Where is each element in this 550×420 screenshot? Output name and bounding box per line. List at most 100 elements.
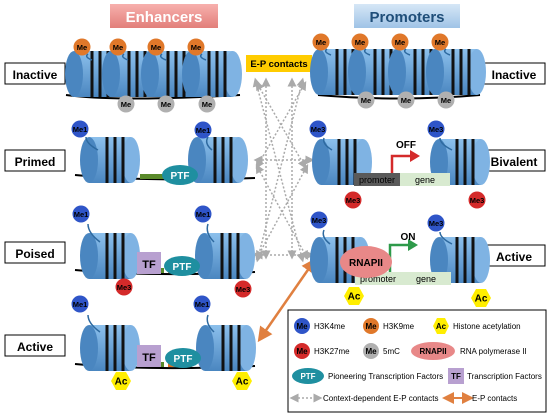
legend: Me H3K4me Me H3K9me Ac Histone acetylati…: [287, 309, 547, 413]
enhancer-active-ptf-text: PTF: [174, 354, 193, 365]
legend-rnapii-label: RNA polymerase II: [460, 347, 527, 356]
svg-text:Bivalent: Bivalent: [491, 155, 538, 169]
enhancer-primed-nucleosome-1: [80, 137, 140, 183]
enhancer-poised-ptf: PTF: [164, 256, 200, 276]
ep-contacts-label: E-P contacts: [250, 59, 307, 70]
legend-h3k9me-icon: [363, 318, 379, 334]
enhancer-inactive-5mc-1-text: Me: [121, 100, 131, 109]
enhancer-inactive-h3k9me-4-text: Me: [191, 43, 201, 52]
enhancer-inactive-5mc-3-text: Me: [202, 100, 212, 109]
promoter-bivalent-h3k4me-2: Me3: [427, 120, 445, 138]
promoter-bivalent-h3k27me-2-text: Me3: [470, 196, 485, 205]
state-label-enhancer-active: Active: [4, 334, 66, 357]
enhancer-inactive-5mc-2: Me: [157, 95, 175, 113]
enhancer-active-acetyl-2-text: Ac: [236, 377, 249, 388]
promoter-active-gene-text: gene: [416, 274, 436, 284]
state-label-promoter-bivalent: Bivalent: [482, 149, 546, 172]
promoter-inactive-h3k9me-4: Me: [431, 33, 449, 51]
enhancer-poised-h3k4me-2-text: Me1: [196, 210, 211, 219]
enhancer-inactive-5mc-3: Me: [198, 95, 216, 113]
enhancer-poised-h3k4me-2: Me1: [194, 205, 212, 223]
promoter-inactive-5mc-3-text: Me: [441, 96, 451, 105]
promoter-inactive-h3k9me-1-text: Me: [316, 38, 326, 47]
svg-text:Poised: Poised: [15, 247, 54, 261]
promoter-bivalent-off-arrowhead: [410, 150, 420, 162]
promoter-inactive-nucleosome-4: [426, 49, 486, 95]
promoter-active-on-arrowhead: [408, 239, 418, 251]
enhancers-header-text: Enhancers: [126, 9, 203, 26]
promoter-inactive-h3k9me-4-text: Me: [435, 38, 445, 47]
state-label-promoter-active: Active: [482, 244, 546, 267]
enhancer-poised-tf: TF: [137, 252, 161, 274]
enhancer-active-acetyl-1-text: Ac: [115, 377, 128, 388]
promoter-active-acetyl-1: Ac: [344, 287, 364, 305]
svg-text:Inactive: Inactive: [13, 68, 58, 82]
enhancer-inactive-h3k9me-2-text: Me: [113, 43, 123, 52]
svg-text:Me: Me: [296, 322, 308, 331]
promoter-inactive-h3k9me-2: Me: [351, 33, 369, 51]
enhancer-primed-ptf: PTF: [162, 165, 198, 185]
legend-h3k4me-icon: [294, 318, 310, 334]
promoter-inactive-h3k9me-2-text: Me: [355, 38, 365, 47]
promoter-active-acetyl-1-text: Ac: [348, 292, 361, 303]
legend-h3k4me-label: H3K4me: [314, 322, 346, 331]
enhancer-inactive-h3k9me-4: Me: [187, 38, 205, 56]
svg-text:Me: Me: [365, 322, 377, 331]
enhancer-poised-ptf-text: PTF: [173, 262, 192, 273]
svg-text:TF: TF: [451, 372, 461, 381]
svg-text:Active: Active: [17, 340, 53, 354]
enhancer-poised-h3k27me-1-text: Me3: [117, 283, 132, 292]
promoter-active-h3k4me-2: Me3: [427, 214, 445, 232]
promoter-bivalent-gene-box: [400, 173, 450, 186]
enhancer-poised-h3k27me-2: Me3: [234, 280, 252, 298]
enhancer-active-nucleosome-2: [196, 325, 256, 371]
enhancer-primed-h3k4me-2-text: Me1: [196, 126, 211, 135]
legend-tf-label: Transcription Factors: [467, 372, 542, 381]
promoter-active-on-arrow: [388, 243, 410, 272]
promoter-bivalent-promoter-box: [354, 173, 400, 186]
enhancer-poised-tf-text: TF: [142, 259, 156, 271]
state-label-promoter-inactive: Inactive: [482, 62, 546, 85]
enhancer-primed-h3k4me-2: Me1: [194, 121, 212, 139]
ep-contacts-box: E-P contacts: [246, 55, 312, 72]
promoter-inactive-h3k9me-3-text: Me: [395, 38, 405, 47]
legend-h3k27me-icon: [294, 343, 310, 359]
promoters-header: Promoters: [354, 4, 460, 28]
svg-text:Inactive: Inactive: [492, 68, 537, 82]
enhancer-active-nucleosome-1: [80, 325, 140, 371]
state-label-enhancer-poised: Poised: [4, 241, 66, 264]
promoter-bivalent-promoter-text: promoter: [359, 175, 395, 185]
enhancer-active-h3k4me-1-text: Me1: [73, 300, 88, 309]
promoter-active-gene-box: [401, 272, 451, 285]
enhancer-active-tf-text: TF: [142, 352, 156, 364]
promoter-bivalent-h3k4me-2-text: Me3: [429, 125, 444, 134]
enhancer-active-acetyl-1: Ac: [111, 372, 131, 390]
promoter-bivalent-off-arrow: [390, 154, 412, 173]
svg-text:Primed: Primed: [15, 155, 56, 169]
enhancer-active-acetyl-2: Ac: [232, 372, 252, 390]
promoter-inactive-5mc-1-text: Me: [361, 96, 371, 105]
enhancer-poised-h3k27me-2-text: Me3: [236, 285, 251, 294]
svg-text:Me: Me: [296, 347, 308, 356]
state-label-enhancer-primed: Primed: [4, 149, 66, 172]
enhancer-active-h3k4me-2: Me1: [193, 295, 211, 313]
promoter-inactive-h3k9me-1: Me: [312, 33, 330, 51]
promoter-bivalent-h3k4me-1-text: Me3: [311, 125, 326, 134]
enhancer-inactive-5mc-2-text: Me: [161, 100, 171, 109]
promoter-inactive-h3k9me-3: Me: [391, 33, 409, 51]
svg-text:Active: Active: [496, 250, 532, 264]
legend-5mc-label: 5mC: [383, 347, 400, 356]
promoter-bivalent-gene-text: gene: [415, 175, 435, 185]
promoter-active-on-text: ON: [401, 232, 416, 243]
enhancer-poised-nucleosome-2: [195, 233, 255, 279]
enhancer-inactive-h3k9me-3-text: Me: [151, 43, 161, 52]
enhancer-poised-nucleosome-1: [80, 233, 140, 279]
svg-text:Me: Me: [365, 347, 377, 356]
context-dependent-contacts: [252, 77, 315, 263]
promoters-header-text: Promoters: [369, 9, 444, 26]
svg-text:Ac: Ac: [436, 322, 447, 331]
promoter-active-rnapii: RNAPII: [340, 246, 392, 278]
promoter-bivalent-off-text: OFF: [396, 140, 416, 151]
